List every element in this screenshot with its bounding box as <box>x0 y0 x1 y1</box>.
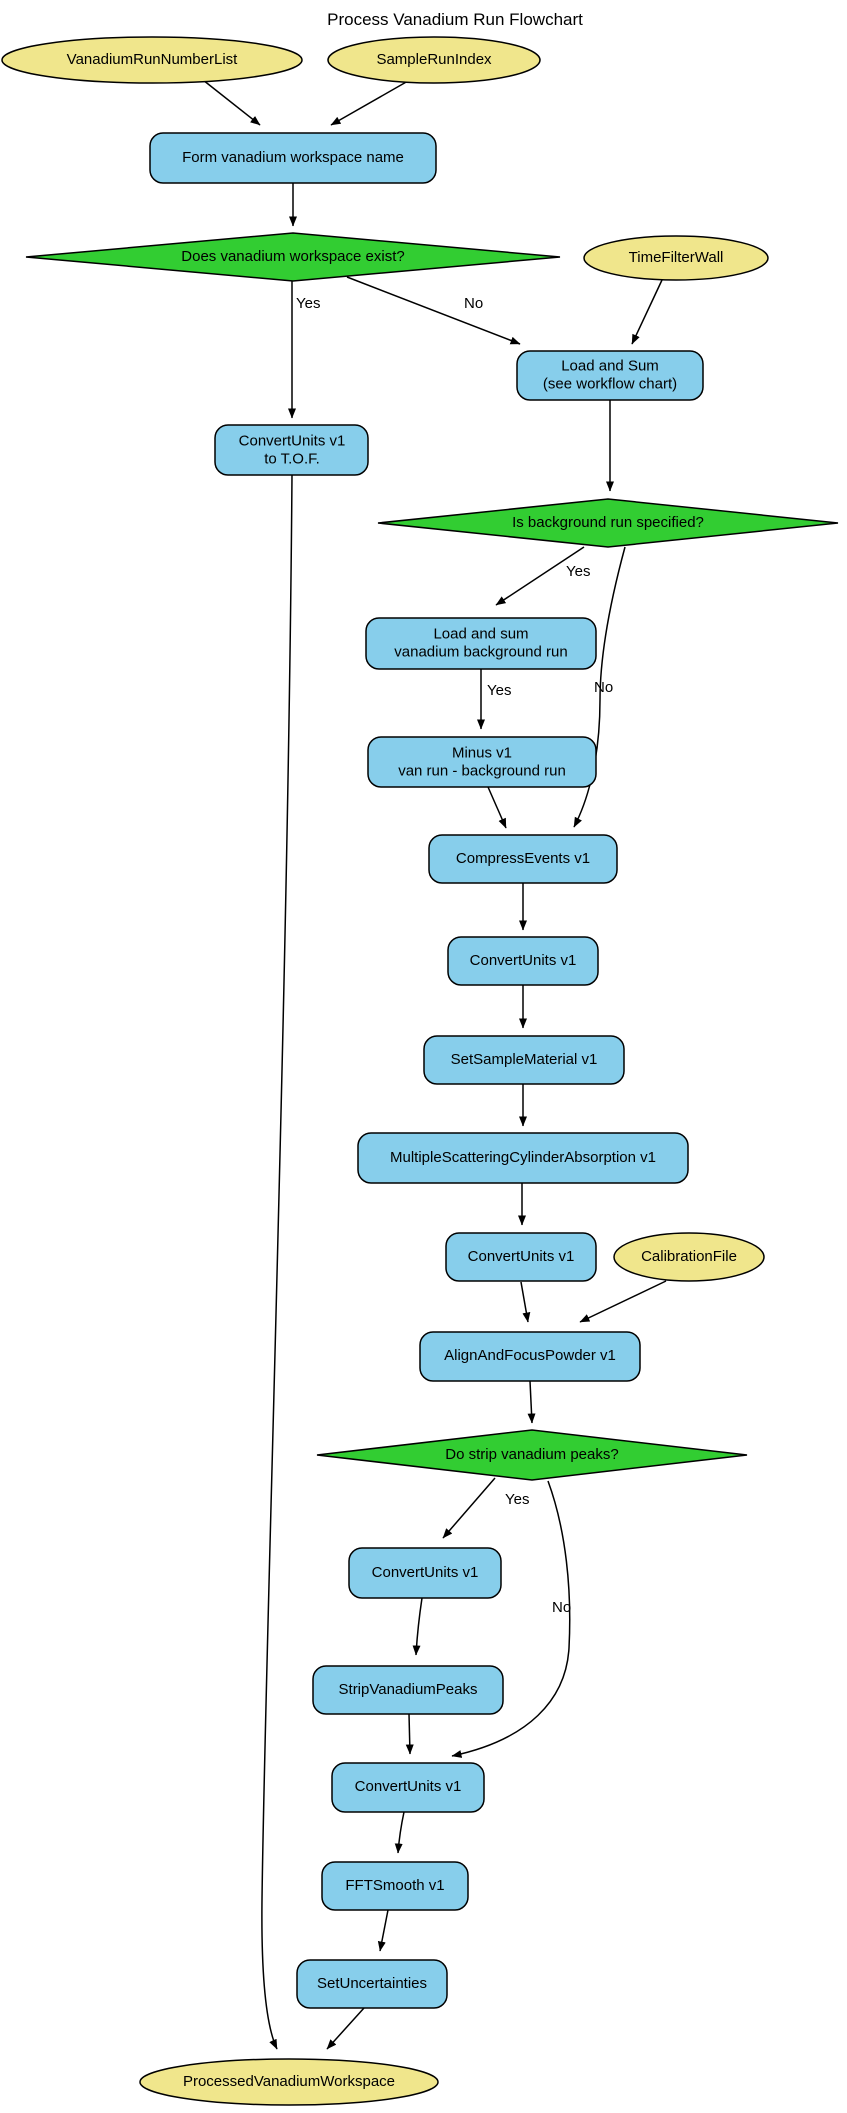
node-load-background-shape <box>365 617 597 670</box>
node-processed-workspace-shape <box>139 2058 439 2106</box>
edge-strippeaks-to-convert4 <box>405 1713 414 1755</box>
node-does-workspace-exist-shape <box>25 232 561 282</box>
edge-convert3-to-strippeaks <box>412 1597 423 1656</box>
edge-align-to-dostrip <box>527 1380 536 1424</box>
node-calibration-file-shape <box>613 1232 765 1282</box>
edge-convert4-to-fft <box>394 1811 405 1854</box>
node-multiple-scattering-shape <box>357 1132 689 1184</box>
node-convert-units-tof-shape <box>214 424 369 476</box>
node-sample-run-index-shape <box>327 36 541 84</box>
node-load-and-sum-shape <box>516 350 704 401</box>
edge-runlist-to-form <box>202 79 261 126</box>
edge-bg-no-to-compress <box>573 546 626 828</box>
edge-runindex-to-form <box>330 80 409 126</box>
node-convert-units-3-shape <box>348 1547 502 1599</box>
edge-strip-no-to-convert4 <box>451 1480 571 1758</box>
node-fft-smooth-shape <box>321 1861 469 1911</box>
node-time-filter-wall-shape <box>583 235 769 281</box>
node-is-background-specified-shape <box>377 498 839 548</box>
node-set-sample-material-shape <box>423 1035 625 1085</box>
page-title: Process Vanadium Run Flowchart <box>327 10 583 29</box>
edge-timefilter-to-loadsum <box>631 279 663 345</box>
edge-setuncert-to-processed <box>326 2007 365 2050</box>
node-convert-units-1-shape <box>447 936 599 986</box>
node-minus-background-shape <box>367 736 597 788</box>
node-strip-vanadium-peaks-shape <box>312 1665 504 1715</box>
edge-converttof-to-processed <box>261 474 293 2050</box>
node-do-strip-peaks-shape <box>316 1429 748 1481</box>
edge-minus-to-compress <box>487 786 507 829</box>
node-convert-units-2-shape <box>445 1232 597 1282</box>
node-set-uncertainties-shape <box>296 1959 448 2009</box>
node-form-workspace-name-shape <box>149 132 437 184</box>
node-align-and-focus-shape <box>419 1331 641 1382</box>
edge-calibration-to-align <box>579 1280 667 1323</box>
edge-strip-yes-to-convert3 <box>442 1477 496 1539</box>
node-compress-events-shape <box>428 834 618 884</box>
node-convert-units-4-shape <box>331 1762 485 1813</box>
edge-fft-to-setuncert <box>377 1909 389 1952</box>
edge-bg-yes-to-loadbg <box>495 546 585 606</box>
node-vanadium-run-number-list-shape <box>1 36 303 84</box>
edge-convert2-to-align <box>520 1281 531 1323</box>
edge-exist-no-to-loadsum <box>346 276 521 345</box>
